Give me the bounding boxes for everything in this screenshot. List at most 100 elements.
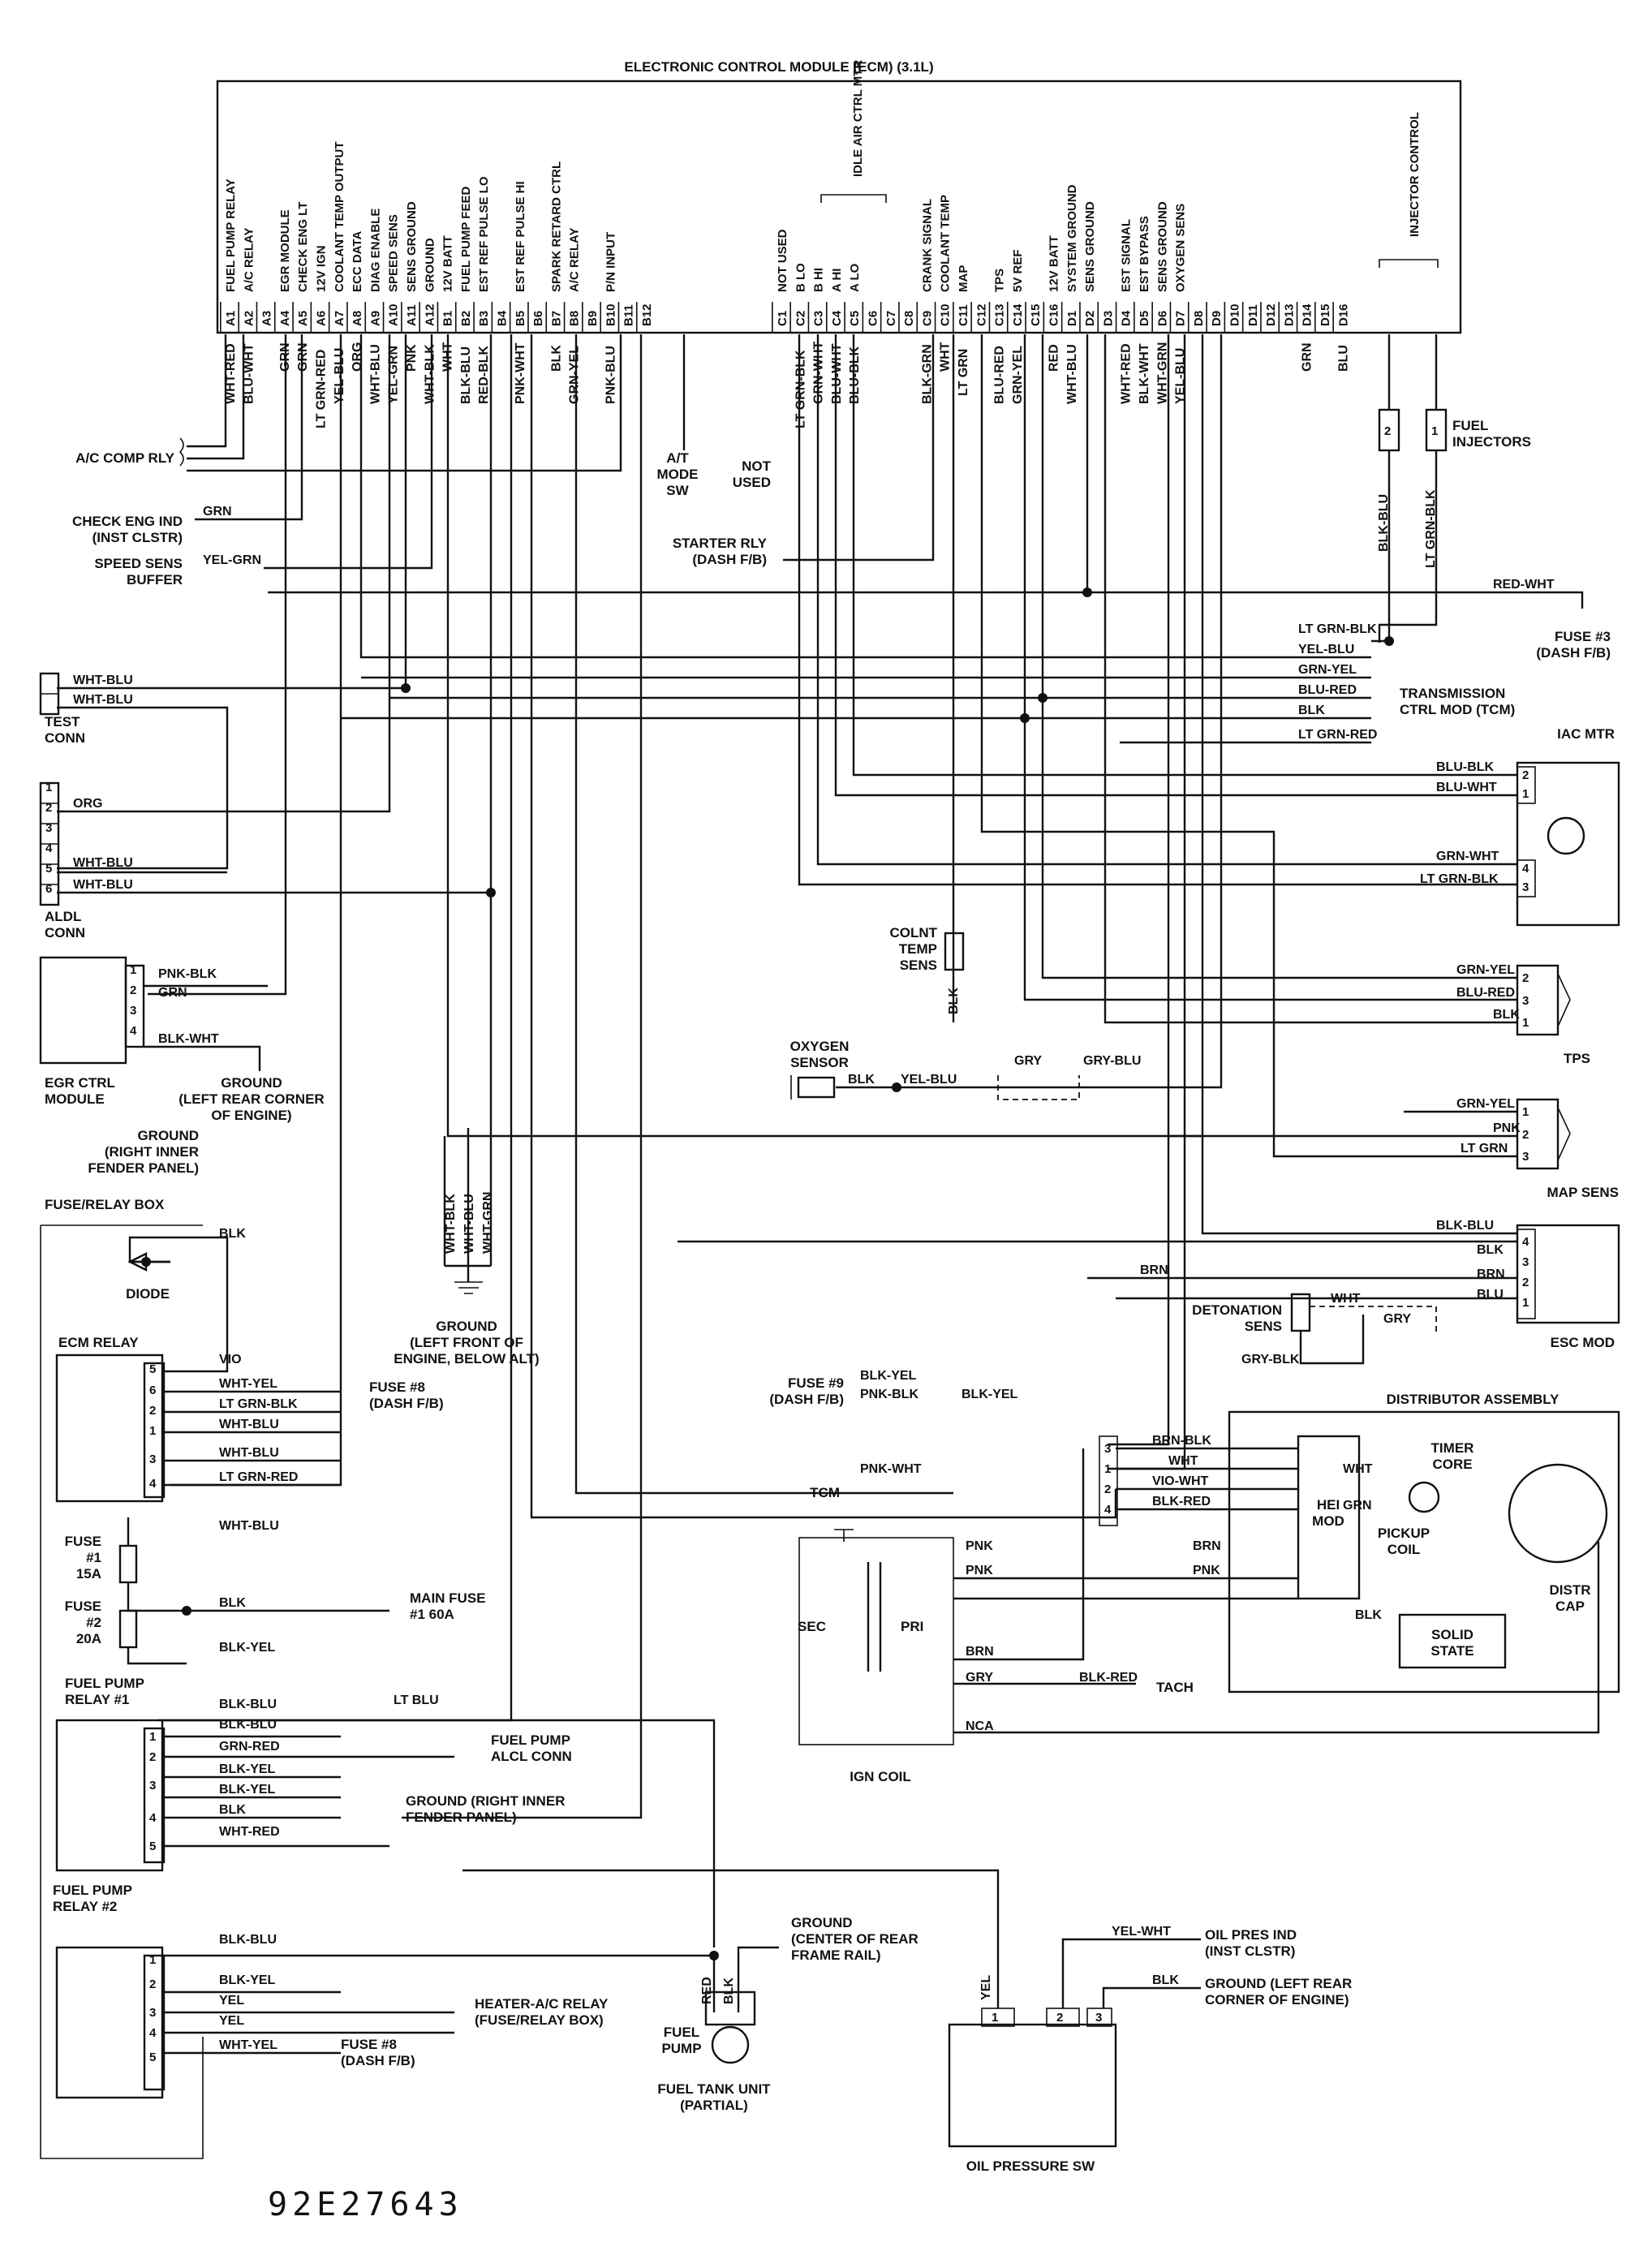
c-d-pin-func: SENS GROUND bbox=[1083, 201, 1097, 292]
egr-ctrl-module bbox=[39, 956, 268, 1071]
c-d-wire-label: RED bbox=[1048, 344, 1061, 372]
c-d-wire-label: LT GRN bbox=[957, 349, 970, 396]
a-b-pin-func: 12V IGN bbox=[315, 245, 329, 292]
a-b-pin-func: EGR MODULE bbox=[278, 209, 292, 292]
wire-color-label: GRN-WHT bbox=[1436, 850, 1499, 863]
connector-pin-number: 3 bbox=[1522, 1255, 1529, 1269]
connector-pin-number: 2 bbox=[130, 983, 136, 997]
wire-color-label: BLK bbox=[219, 1227, 246, 1241]
oil-pressure-switch bbox=[948, 2008, 1117, 2148]
label-ac-comp-rly: A/C COMP RLY bbox=[75, 450, 175, 466]
wire-color-label: BLK-YEL bbox=[219, 1762, 276, 1776]
c-d-pin-func: B LO bbox=[794, 263, 807, 292]
c-d-pin-c13: C13 bbox=[993, 303, 1007, 326]
a-b-pin-b8: B8 bbox=[568, 311, 582, 326]
a-b-pin-a12: A12 bbox=[423, 303, 437, 326]
c-d-pin-func: CRANK SIGNAL bbox=[920, 199, 934, 292]
connector-pin-number: 1 bbox=[149, 1424, 156, 1438]
c-d-pin-c11: C11 bbox=[957, 304, 970, 326]
label-heater-ac-relay: HEATER-A/C RELAY(FUSE/RELAY BOX) bbox=[475, 1996, 609, 2028]
diode bbox=[127, 1252, 148, 1272]
c-d-pin-func: COOLANT TEMP bbox=[939, 195, 953, 292]
wire-color-label: GRY-BLU bbox=[1083, 1054, 1141, 1068]
wire-color-label: BLK-WHT bbox=[158, 1032, 219, 1046]
c-d-wire-label: BLU-RED bbox=[993, 346, 1007, 404]
connector-pin-number: 5 bbox=[149, 1362, 156, 1376]
connector-pin-number: 2 bbox=[45, 801, 52, 815]
connector-pin-number: 1 bbox=[1104, 1462, 1111, 1476]
ecm-title: ELECTRONIC CONTROL MODULE (ECM) (3.1L) bbox=[624, 59, 933, 75]
wire-color-label: BLK bbox=[219, 1803, 246, 1817]
c-d-wire-label: BLU bbox=[1336, 345, 1350, 372]
wire-color-label: BLK-YEL bbox=[860, 1369, 917, 1383]
c-d-pin-c1: C1 bbox=[776, 311, 789, 326]
wire-color-label: BLK bbox=[1477, 1243, 1504, 1257]
wire-color-label: BLK bbox=[1355, 1608, 1382, 1622]
label-starter-rly: STARTER RLY(DASH F/B) bbox=[673, 536, 768, 567]
connector-pin-number: 4 bbox=[149, 1477, 157, 1491]
a-b-wire-label: BLU-WHT bbox=[242, 343, 256, 404]
a-b-pin-func: COOLANT TEMP OUTPUT bbox=[333, 141, 346, 292]
connector-pin-number: 4 bbox=[130, 1024, 137, 1038]
wire-color-label: PNK-WHT bbox=[860, 1462, 922, 1476]
c-d-pin-func: 12V BATT bbox=[1048, 235, 1061, 292]
a-b-pin-func: DIAG ENABLE bbox=[368, 209, 382, 292]
wire-color-label: GRN-YEL bbox=[1456, 1097, 1515, 1111]
ign-coil bbox=[798, 1529, 954, 1745]
a-b-pin-b7: B7 bbox=[549, 311, 563, 326]
c-d-pin-c14: C14 bbox=[1011, 303, 1025, 326]
test-connector bbox=[39, 672, 60, 716]
a-b-pin-b6: B6 bbox=[531, 311, 545, 326]
a-b-pin-b10: B10 bbox=[604, 303, 617, 326]
map-sensor bbox=[1516, 1098, 1571, 1170]
c-d-pin-func: EST BYPASS bbox=[1138, 216, 1151, 292]
wire-color-label: GRN bbox=[158, 986, 187, 1000]
a-b-pin-func: CHECK ENG LT bbox=[296, 202, 310, 292]
c-d-pin-func: MAP bbox=[957, 265, 970, 292]
esc-module bbox=[1516, 1224, 1620, 1324]
c-d-pin-d9: D9 bbox=[1210, 311, 1224, 326]
a-b-pin-a1: A1 bbox=[224, 311, 238, 326]
a-b-pin-func: P/N INPUT bbox=[604, 232, 617, 292]
connector-pin-number: 3 bbox=[149, 1452, 156, 1466]
a-b-pin-a10: A10 bbox=[387, 303, 401, 326]
wire-color-label-vertical: WHT-BLU bbox=[462, 1194, 476, 1254]
a-b-wire-label: WHT-BLU bbox=[368, 344, 382, 404]
c-d-pin-c6: C6 bbox=[867, 311, 880, 326]
wire-color-label: WHT bbox=[1331, 1292, 1361, 1306]
wire-color-label: BLU-WHT bbox=[1436, 781, 1497, 794]
wires-left bbox=[57, 334, 1584, 1819]
wire-color-label: BRN bbox=[1140, 1263, 1168, 1277]
c-d-pin-func: OXYGEN SENS bbox=[1174, 204, 1188, 292]
idle-air-group-label: IDLE AIR CTRL MTR bbox=[851, 60, 865, 177]
wire-color-label: WHT-BLU bbox=[73, 674, 133, 687]
wire-color-label: WHT-BLU bbox=[219, 1519, 279, 1533]
wire-color-label: GRN-RED bbox=[219, 1740, 280, 1754]
wire-color-label: GRY bbox=[1383, 1312, 1411, 1326]
injector-group-label: INJECTOR CONTROL bbox=[1408, 112, 1422, 237]
wire-color-label: GRN-YEL bbox=[1298, 663, 1357, 677]
wire-color-label: WHT-YEL bbox=[219, 2038, 277, 2052]
wire-color-label: BLK-RED bbox=[1152, 1495, 1211, 1508]
c-d-pin-d7: D7 bbox=[1174, 311, 1188, 326]
c-d-wire-label: WHT-GRN bbox=[1155, 342, 1169, 404]
connector-pin-number: 4 bbox=[149, 2026, 157, 2040]
c-d-pin-c2: C2 bbox=[794, 311, 807, 326]
wire-color-label: YEL-WHT bbox=[1112, 1925, 1171, 1939]
fuse1 bbox=[118, 1517, 187, 1612]
a-b-pin-func: A/C RELAY bbox=[242, 228, 256, 292]
wire-color-label: WHT-BLU bbox=[73, 878, 133, 892]
c-d-wire-label: BLK-GRN bbox=[920, 344, 934, 404]
label-fuse-relay-box: FUSE/RELAY BOX bbox=[45, 1197, 165, 1212]
c-d-pin-c9: C9 bbox=[920, 311, 934, 326]
label-distributor-assembly: DISTRIBUTOR ASSEMBLY bbox=[1387, 1392, 1560, 1407]
